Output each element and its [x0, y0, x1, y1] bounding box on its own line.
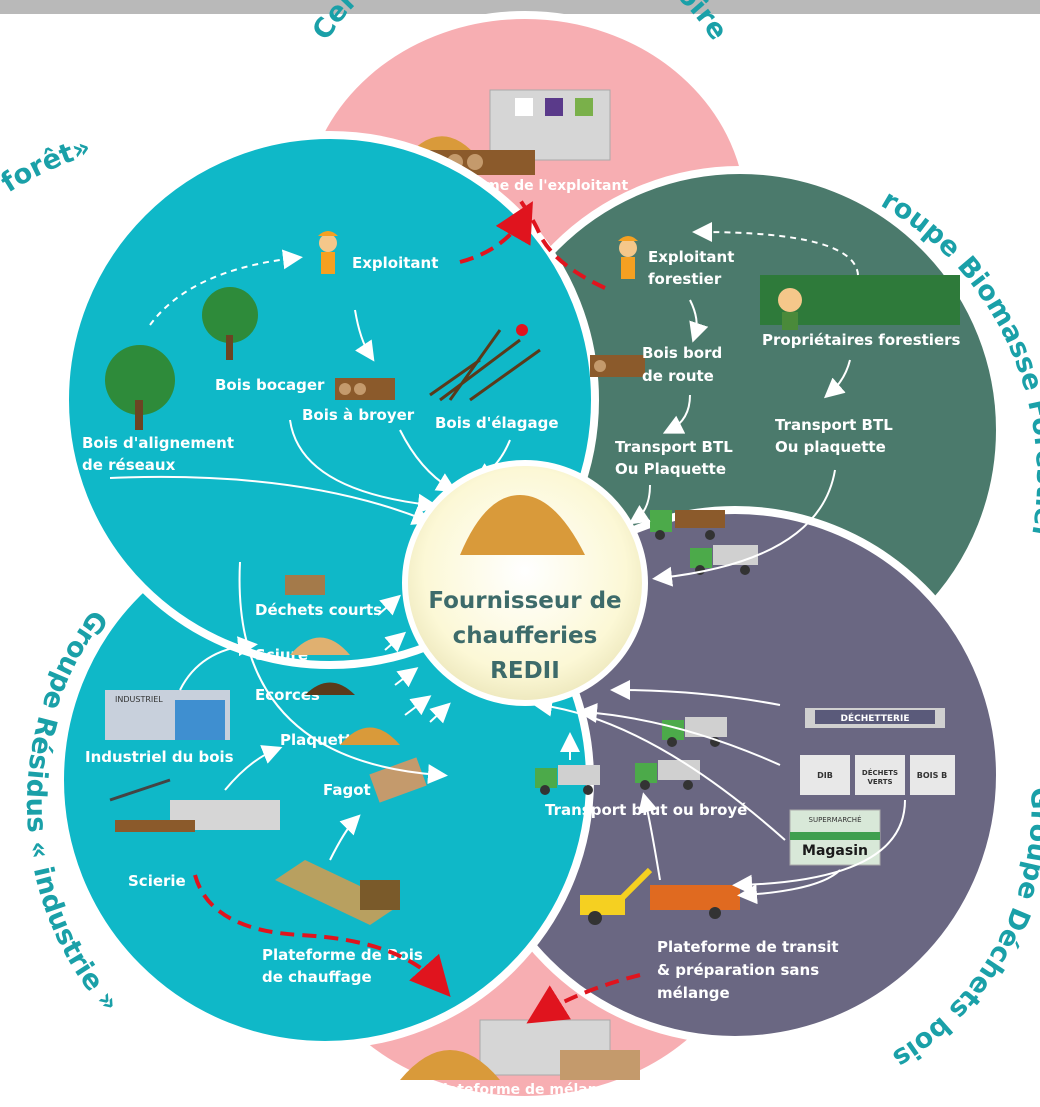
worker-icon — [318, 231, 338, 274]
industriel-label: Industriel du bois — [85, 748, 234, 766]
truck-icon — [535, 765, 600, 795]
dashed-arrow — [692, 222, 859, 276]
truck-icon — [635, 760, 700, 790]
industriel-sign: INDUSTRIEL — [115, 695, 163, 704]
flow-arrow — [329, 814, 361, 861]
center-label-line2: chaufferies — [453, 623, 598, 649]
forest-icon — [760, 275, 960, 330]
flow-arrow — [404, 695, 432, 716]
bois-bocager-label: Bois bocager — [215, 376, 325, 394]
magasin-label: Magasin — [802, 843, 868, 859]
red-dashed-arrow — [193, 874, 451, 997]
dashed-arrow — [149, 249, 303, 326]
flow-arrow — [532, 696, 786, 841]
conveyor-icon — [275, 860, 400, 925]
flow-arrow — [429, 702, 451, 724]
flow-arrow — [662, 394, 691, 434]
top-strip — [0, 0, 1040, 14]
flow-arrow — [354, 309, 375, 362]
log-pile-icon — [335, 378, 395, 400]
flow-arrow — [638, 792, 661, 881]
bark-icon — [305, 682, 355, 695]
worker-icon — [618, 236, 638, 279]
transport-b-line1: Transport BTL — [775, 416, 893, 434]
transport-a-line1: Transport BTL — [615, 438, 733, 456]
bois-elagage-label: Bois d'élagage — [435, 414, 559, 432]
bord-route-line1: Bois bord — [642, 344, 722, 362]
industrie-content: Déchets courts Sciure Ecorces Plaquette … — [85, 561, 451, 997]
dechetterie-icon: DÉCHETTERIE DIB DÉCHETS VERTS BOIS B — [800, 708, 955, 795]
factory-icon: INDUSTRIEL — [105, 690, 230, 740]
plateforme-bois-line2: de chauffage — [262, 968, 372, 986]
dechets-content: Transport brut ou broyé DÉCHETTERIE DIB … — [526, 680, 955, 1024]
wood-chips-icon — [340, 727, 400, 745]
flow-arrow — [289, 419, 438, 514]
flow-arrow — [823, 359, 851, 399]
bin-dechets-verts-2: VERTS — [867, 778, 892, 786]
flow-arrow — [610, 680, 781, 706]
red-dashed-arrow — [526, 973, 641, 1024]
arbre-hors-foret-content: Exploitant Bois bocager Bois à broyer Bo… — [82, 201, 559, 525]
ecorces-label: Ecorces — [255, 686, 320, 704]
biomasse-content: Exploitant forestier Propriétaires fores… — [518, 198, 961, 587]
dechets-courts-label: Déchets courts — [255, 601, 382, 619]
loader-icon — [580, 867, 740, 925]
transport-a-line2: Ou Plaquette — [615, 460, 726, 478]
plateforme-bois-line1: Plateforme de Bois — [262, 946, 423, 964]
center-label-line3: REDII — [490, 658, 560, 684]
flow-arrow — [109, 475, 433, 525]
tree-icon — [105, 287, 258, 430]
melange-woodpile-illustration — [400, 1019, 640, 1080]
truck-icon — [662, 717, 727, 747]
center-label-line1: Fournisseur de — [428, 588, 621, 614]
proprietaires-label: Propriétaires forestiers — [762, 331, 961, 349]
dechetterie-sign: DÉCHETTERIE — [841, 712, 910, 724]
scierie-label: Scierie — [128, 872, 186, 890]
bord-route-line2: de route — [642, 367, 714, 385]
sawdust-icon — [290, 637, 350, 655]
shop-icon: SUPERMARCHÉ Magasin — [789, 809, 881, 866]
flow-arrow — [179, 636, 258, 691]
center-node: Fournisseur de chaufferies REDII — [402, 460, 648, 706]
flow-arrow — [394, 667, 419, 688]
transit-line3: mélange — [657, 984, 730, 1002]
fagot-label: Fagot — [323, 781, 371, 799]
flow-arrow — [628, 484, 651, 525]
flow-arrow — [652, 469, 836, 587]
red-dashed-arrow — [518, 198, 606, 290]
platform-melange-label: Plateforme de mélange — [433, 1082, 617, 1098]
wood-chip-pile-icon — [460, 495, 585, 555]
flow-arrow — [384, 631, 407, 653]
truck-icon — [650, 510, 725, 540]
flow-arrow — [689, 299, 709, 343]
supermarche-sign: SUPERMARCHÉ — [809, 815, 862, 824]
transport-b-line2: Ou plaquette — [775, 438, 886, 456]
wood-scraps-icon — [285, 575, 325, 595]
red-dashed-arrow — [459, 201, 533, 264]
flow-arrow — [732, 799, 906, 895]
alignement-label-line2: de réseaux — [82, 456, 176, 474]
bois-a-broyer-label: Bois à broyer — [302, 406, 415, 424]
bin-dib: DIB — [817, 771, 833, 780]
exploitant-forestier-line1: Exploitant — [648, 248, 734, 266]
alignement-label-line1: Bois d'alignement — [82, 434, 234, 452]
exploitant-label: Exploitant — [352, 254, 438, 272]
branches-icon — [429, 324, 541, 402]
flow-arrow — [737, 869, 841, 905]
flow-arrow — [377, 594, 401, 616]
sawmill-icon — [109, 778, 280, 832]
bin-bois-b: BOIS B — [917, 771, 948, 780]
flow-arrow — [577, 703, 781, 766]
bundle-icon — [369, 757, 427, 803]
transit-line1: Plateforme de transit — [657, 938, 839, 956]
log-pile-icon — [590, 355, 645, 377]
flow-arrow — [238, 561, 448, 785]
flow-arrow — [224, 745, 283, 791]
bin-dechets-verts-1: DÉCHETS — [862, 768, 898, 777]
exploitant-forestier-line2: forestier — [648, 270, 722, 288]
flow-arrow — [399, 429, 457, 493]
transit-line2: & préparation sans — [657, 961, 819, 979]
